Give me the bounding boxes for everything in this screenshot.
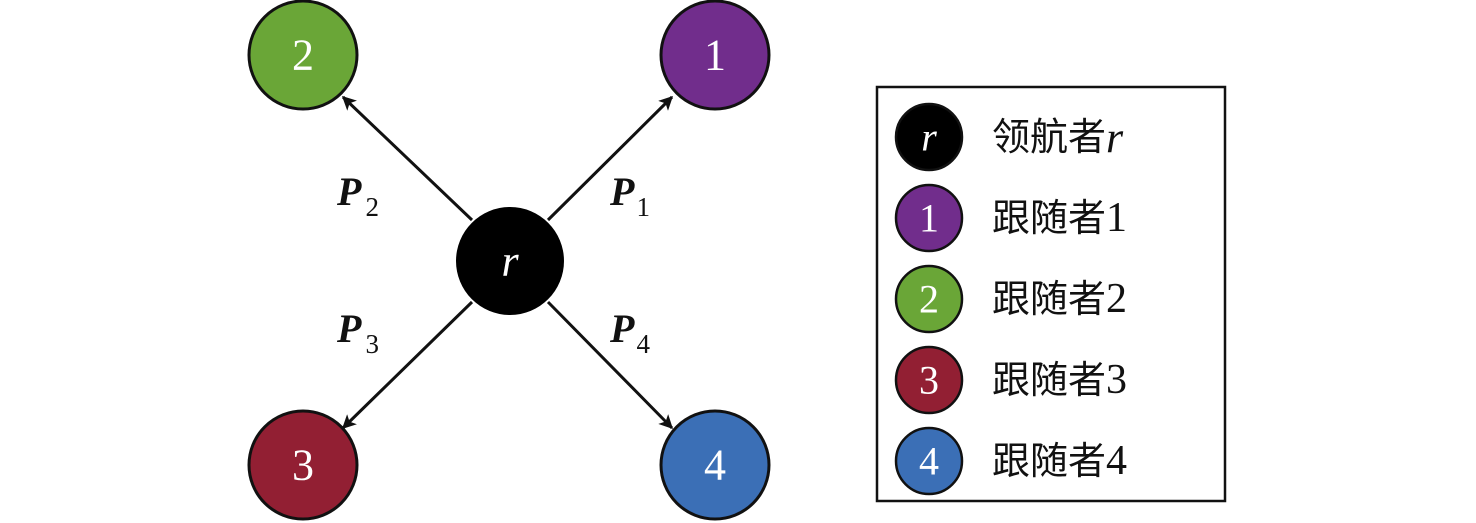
legend-item-follower-4: 4 跟随者4 (894, 426, 1127, 496)
legend-symbol-follower-1-label: 1 (919, 196, 939, 241)
leader-label: r (501, 237, 519, 286)
arrow-to-follower-4 (546, 300, 674, 430)
follower-node-4: 4 (659, 409, 771, 521)
follower-2-circle (247, 0, 359, 111)
legend-text-follower-2: 跟随者2 (992, 276, 1127, 322)
follower-1-circle (659, 0, 771, 111)
vector-label-p1: P1 (609, 169, 650, 222)
legend-symbol-follower-4-label: 4 (919, 439, 939, 484)
legend-symbol-follower-3 (894, 345, 964, 415)
vector-label-p4: P4 (609, 306, 650, 359)
follower-3-circle (247, 409, 359, 521)
arrow-to-follower-2 (341, 95, 474, 222)
follower-3-label: 3 (292, 441, 314, 490)
legend-item-follower-3: 3 跟随者3 (894, 345, 1127, 415)
arrows (341, 95, 674, 430)
arrow-to-follower-3 (341, 300, 474, 430)
legend-symbol-follower-3-label: 3 (919, 358, 939, 403)
follower-2-label: 2 (292, 31, 314, 80)
follower-4-circle (659, 409, 771, 521)
legend-symbol-follower-1 (894, 183, 964, 253)
follower-node-2: 2 (247, 0, 359, 111)
legend-symbol-follower-2-label: 2 (919, 277, 939, 322)
follower-node-3: 3 (247, 409, 359, 521)
legend-text-follower-4: 跟随者4 (992, 438, 1127, 484)
arrow-to-follower-1 (546, 95, 674, 222)
follower-1-label: 1 (704, 31, 726, 80)
legend-symbol-leader-label: r (921, 115, 937, 160)
legend-text-follower-3: 跟随者3 (992, 357, 1127, 403)
leader-node: r (456, 207, 564, 315)
follower-node-1: 1 (659, 0, 771, 111)
legend-symbol-follower-2 (894, 264, 964, 334)
legend-symbol-follower-4 (894, 426, 964, 496)
legend-symbol-leader (894, 102, 964, 172)
legend-text-follower-1: 跟随者1 (992, 195, 1127, 241)
legend-item-leader: r 领航者r (894, 102, 1124, 172)
follower-4-label: 4 (704, 441, 726, 490)
legend-item-follower-2: 2 跟随者2 (894, 264, 1127, 334)
legend-item-follower-1: 1 跟随者1 (894, 183, 1127, 253)
legend: r 领航者r 1 跟随者1 2 跟随者2 3 跟随者3 4 跟随者4 (875, 85, 1227, 503)
leader-circle (456, 207, 564, 315)
legend-text-leader: 领航者r (992, 113, 1124, 162)
